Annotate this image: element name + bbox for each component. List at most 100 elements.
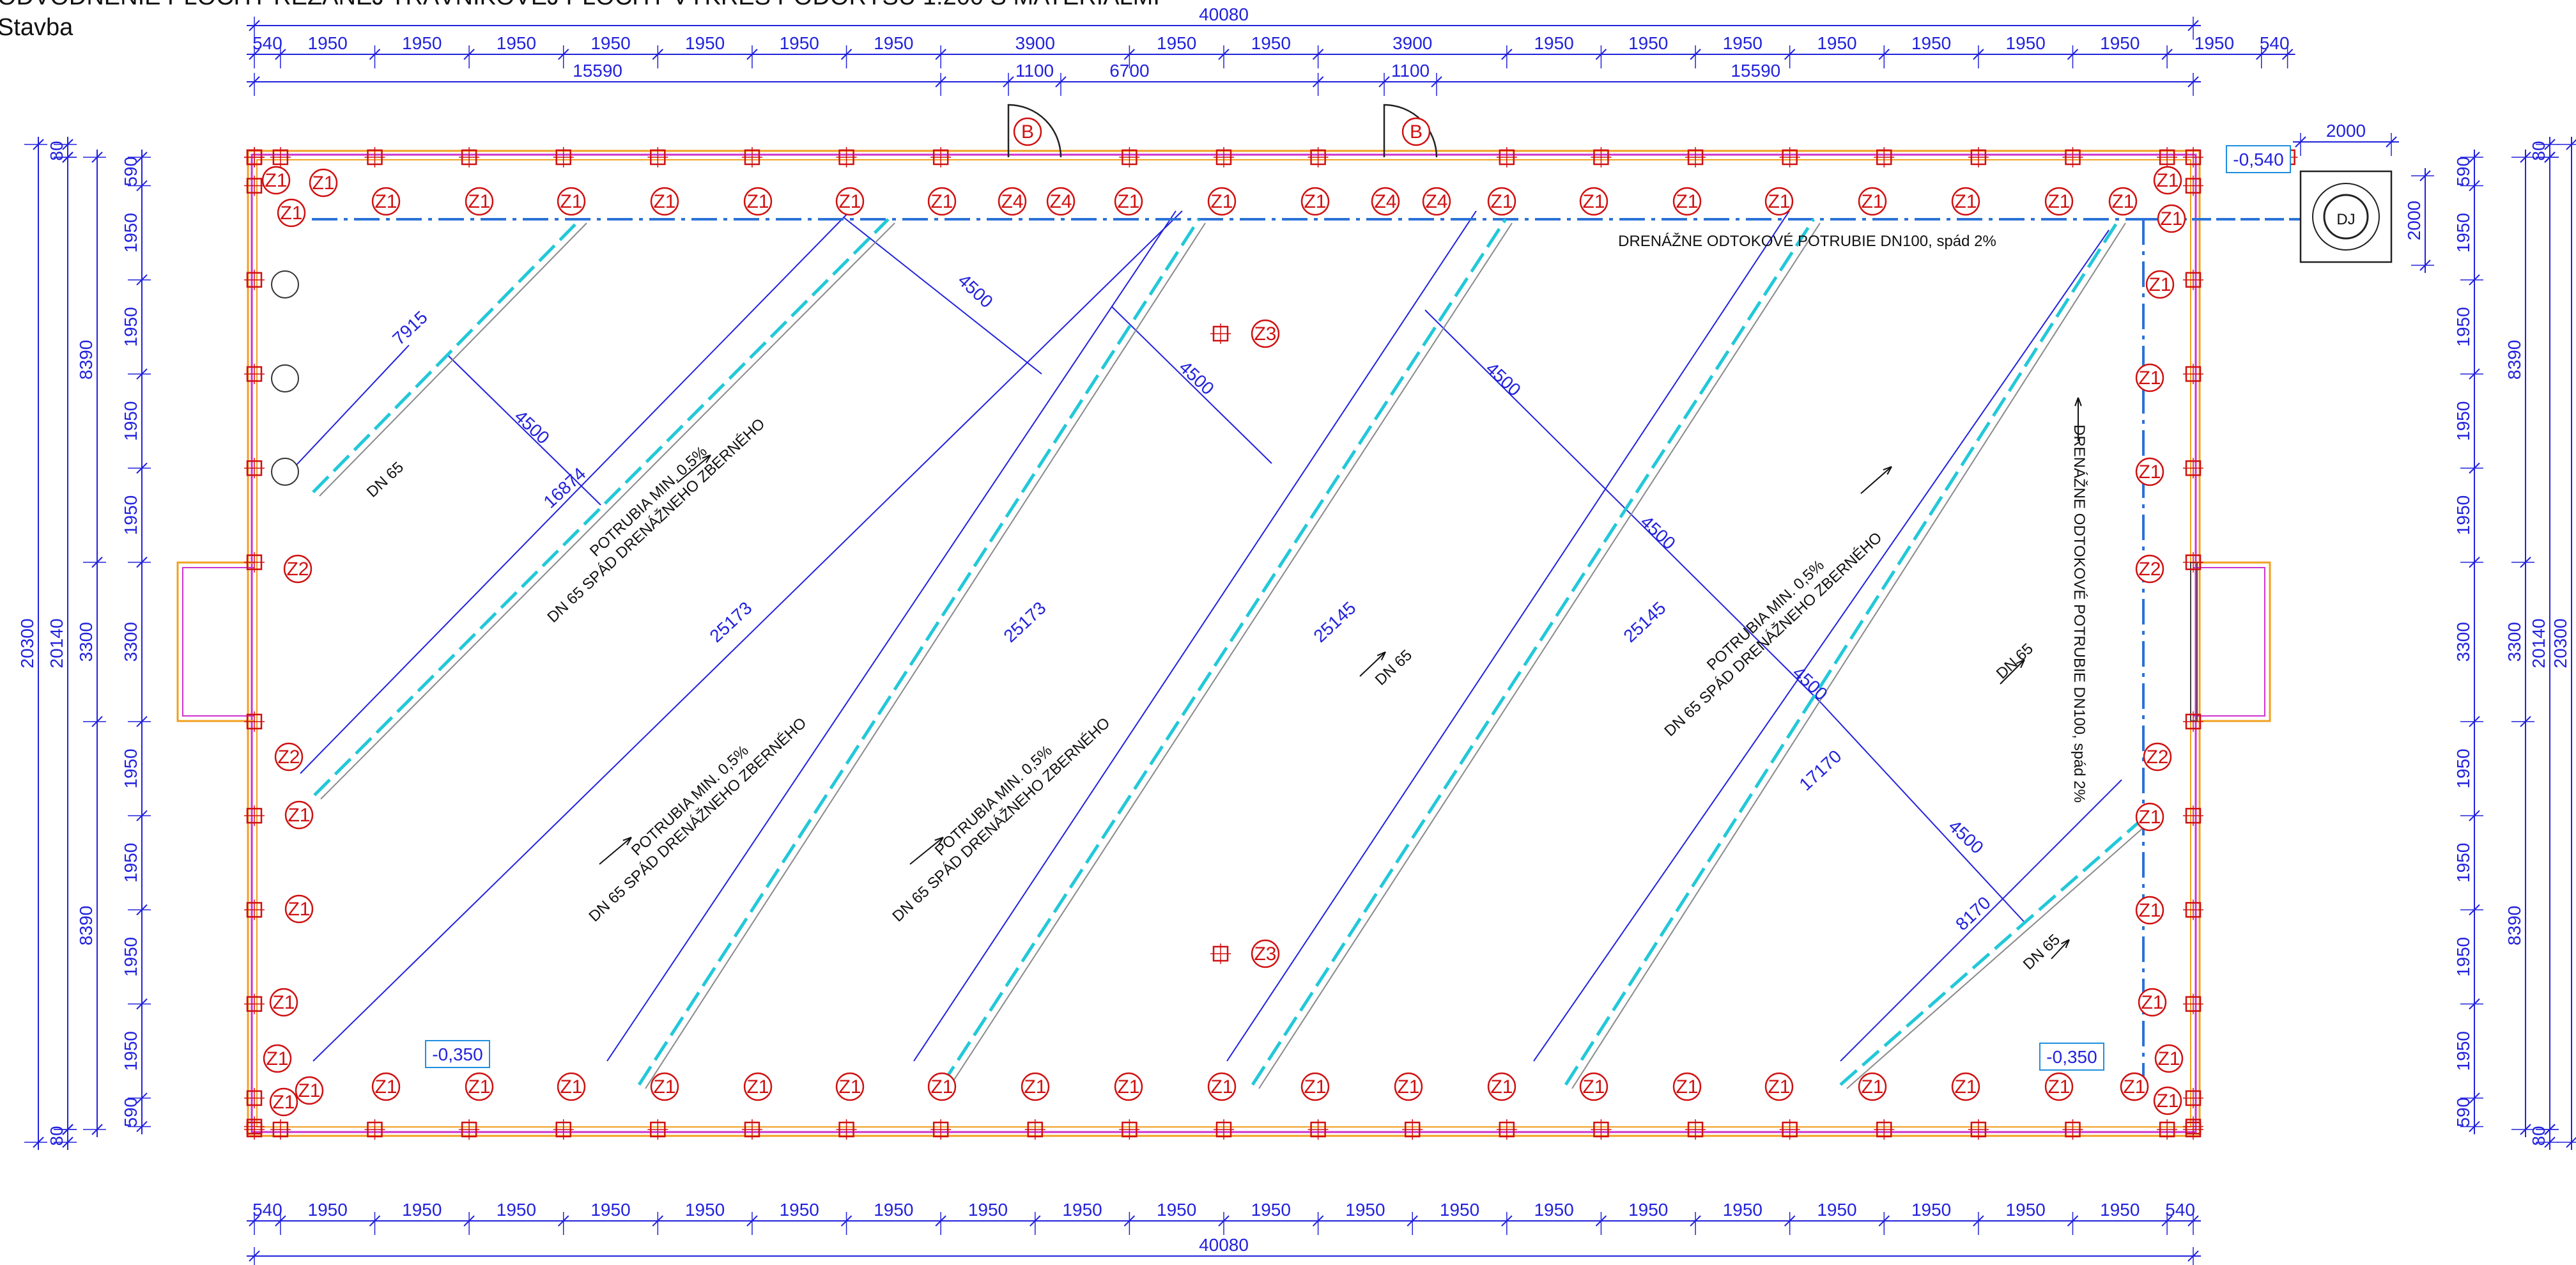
pipe-note-line1: POTRUBIA MIN. 0,5% [628, 742, 752, 859]
drain-spacing-value: 4500 [1175, 357, 1218, 398]
dim-top-modules-value: 3900 [1015, 33, 1055, 53]
dim-left-edge-bottom-value: 80 [47, 1126, 66, 1145]
tag-bubble [1487, 1072, 1516, 1101]
pipe-note-line1: POTRUBIA MIN. 0,5% [932, 742, 1056, 859]
tag-bubble [1394, 1072, 1423, 1101]
dim-right-modules-value: 1950 [2453, 1031, 2473, 1071]
tag-bubble [1371, 187, 1400, 216]
tag-door: B [1021, 121, 1034, 143]
tag-z1: Z1 [374, 1076, 397, 1098]
tag-z1: Z1 [2048, 1076, 2070, 1098]
tag-z1: Z1 [2156, 170, 2179, 191]
dim-left-modules-value: 590 [121, 157, 141, 187]
level-value: -0,540 [2233, 150, 2283, 169]
tag-z1: Z1 [2160, 208, 2182, 229]
tag-bubble [309, 168, 338, 198]
tag-z1: Z1 [1768, 191, 1790, 212]
right-entrance-bump [2193, 561, 2271, 722]
dn65-label: DN 65 [364, 458, 407, 501]
tag-bubble [1300, 187, 1330, 216]
dim-right-inner-value: 20140 [2529, 619, 2549, 669]
dim-bottom-modules-value: 1950 [1157, 1200, 1196, 1220]
dim-left-halves-value: 8390 [76, 340, 96, 380]
tag-z1: Z1 [1304, 191, 1326, 212]
flow-arrow [677, 454, 711, 483]
tag-z1: Z1 [1582, 191, 1605, 212]
tag-bubble [1579, 187, 1608, 216]
tag-z1: Z1 [2048, 191, 2070, 212]
drain-lateral-edge [948, 222, 1513, 1089]
tag-bubble [2135, 554, 2164, 584]
dim-right-modules-value: 1950 [2453, 307, 2473, 346]
tag-door: B [1410, 121, 1423, 143]
dim-top-modules-value: 1950 [1911, 33, 1951, 53]
dn65-label: DN 65 [1993, 640, 2037, 682]
dim-top-modules-value: 1950 [1817, 33, 1856, 53]
flow-arrow [1359, 651, 1386, 677]
tag-z1: Z1 [280, 203, 302, 224]
drain-lateral [940, 218, 1508, 1086]
dim-door-left-value: 1100 [1015, 61, 1054, 81]
drain-length-line [300, 204, 857, 774]
marker-circle [271, 364, 299, 392]
tag-bubble [263, 1044, 292, 1073]
dim-top-modules-value: 1950 [1628, 33, 1668, 53]
flow-arrow [1860, 466, 1892, 494]
drain-length-line [1533, 229, 2109, 1062]
tag-z2: Z2 [2138, 559, 2161, 580]
dim-left-modules-value: 1950 [121, 843, 141, 883]
dim-top-groups-value: 15590 [573, 61, 622, 81]
tag-bubble [1401, 117, 1431, 146]
dim-bottom-modules-value: 1950 [2100, 1200, 2140, 1220]
outer-magenta-outline [251, 153, 2197, 1133]
dim-left-modules-value: 1950 [121, 495, 141, 535]
drain-length-value: 25145 [1309, 598, 1359, 646]
tag-z1: Z1 [2138, 900, 2161, 921]
flow-arrow [599, 837, 632, 865]
dim-right-modules-value: 1950 [2453, 213, 2473, 252]
manhole-label: DJ [2336, 211, 2355, 228]
tag-bubble [1764, 1072, 1794, 1101]
tag-bubble [2044, 1072, 2074, 1101]
tag-z1: Z1 [1954, 191, 1977, 212]
tag-bubble [2135, 802, 2164, 832]
dim-right-modules-value: 1950 [2453, 843, 2473, 883]
dim-top-modules-value: 540 [252, 33, 282, 53]
tag-z1: Z1 [560, 191, 582, 212]
tag-z3: Z3 [1254, 943, 1276, 965]
drain-lateral-edge [320, 222, 895, 800]
tag-bubble [1672, 1072, 1702, 1101]
drain-spacing-line [843, 217, 1042, 375]
drain-spacing-value: 4500 [1637, 511, 1679, 553]
drain-spacing-line [1424, 309, 1822, 704]
tag-bubble [284, 894, 314, 924]
drain-length-line [1226, 210, 1790, 1062]
main-drain-label: DRENÁŽNE ODTOKOVÉ POTRUBIE DN100, spád 2… [1618, 233, 1996, 250]
dim-top-groups-value: 15590 [1731, 61, 1780, 81]
flow-arrow [2000, 659, 2025, 685]
tag-bubble [927, 1072, 957, 1101]
dim-top-modules-value: 1950 [590, 33, 630, 53]
dim-bottom-modules-value: 1950 [780, 1200, 819, 1220]
tag-z1: Z1 [2138, 368, 2161, 389]
tag-z2: Z2 [277, 747, 300, 768]
tag-bubble [1251, 319, 1280, 348]
tag-z1: Z1 [653, 1076, 675, 1098]
tag-bubble [2044, 187, 2074, 216]
inner-orange-outline [256, 159, 2191, 1128]
pipe-note-line2: DN 65 SPÁD DRENÁŽNEHO ZBERNÉHO [585, 715, 810, 926]
dim-right-edge-top-value: 80 [2529, 141, 2549, 160]
tag-bubble [2135, 457, 2164, 486]
tag-bubble [284, 800, 314, 830]
tag-z1: Z1 [653, 191, 675, 212]
dim-bottom-modules-value: 1950 [2006, 1200, 2046, 1220]
tag-bubble [2157, 204, 2186, 233]
dim-left-inner-value: 20140 [47, 619, 66, 669]
tag-z1: Z1 [838, 191, 861, 212]
tag-z1: Z1 [298, 1080, 320, 1101]
dim-bottom-modules-value: 1950 [1628, 1200, 1668, 1220]
drain-spacing-value: 4500 [954, 270, 997, 311]
drain-lateral [1251, 218, 1816, 1086]
tag-z1: Z1 [2148, 274, 2171, 295]
